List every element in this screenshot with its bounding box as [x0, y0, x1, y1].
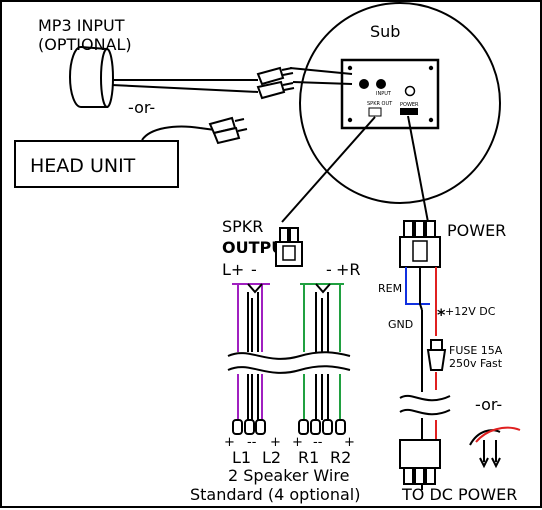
sub-panel-input-label: INPUT: [376, 91, 392, 97]
spkr-label: SPKR: [222, 217, 263, 236]
gnd-label: GND: [388, 318, 413, 331]
l-plus-label: L+: [222, 260, 244, 279]
arrow-to-input-lower: [292, 81, 353, 85]
power-connector-top: [399, 220, 441, 268]
terminal-plus-1: +: [224, 435, 235, 450]
remote-wire: [405, 267, 430, 305]
sub-panel-spkr-out-label: SPKR OUT: [367, 101, 393, 107]
terminal-minus-2: --: [313, 435, 323, 450]
terminal-plus-2: +: [270, 435, 281, 450]
leader-spkr-output: [281, 116, 376, 223]
terminal-plus-4: +: [344, 435, 355, 450]
fuse-rating-label: FUSE 15A: [449, 344, 503, 357]
plus12v-label: +12V DC: [445, 305, 496, 318]
r-plus-label: +R: [336, 260, 361, 279]
head-unit-box: [14, 140, 179, 188]
l1-label: L1: [232, 448, 251, 467]
power-wire-break: [399, 392, 451, 418]
head-unit-cable: [141, 125, 216, 141]
l2-label: L2: [262, 448, 281, 467]
sub-label: Sub: [370, 22, 400, 41]
or-label-top: -or-: [128, 98, 155, 117]
rem-label: REM: [378, 282, 402, 295]
alt-wire-leads: [483, 440, 497, 462]
speaker-wire-standard-label: Standard (4 optional): [190, 485, 360, 504]
or-label-bottom: -or-: [475, 395, 502, 414]
l-minus-label: -: [251, 260, 257, 279]
leader-power: [407, 115, 429, 223]
power-label: POWER: [447, 221, 506, 240]
rca-plug-lower: [256, 80, 295, 100]
fuse-type-label: 250v Fast: [449, 357, 503, 370]
asterisk-label: *: [437, 305, 446, 324]
terminal-plus-3: +: [292, 435, 303, 450]
speaker-terminals: [232, 419, 346, 435]
mp3-input-puck: [69, 46, 114, 108]
mp3-cable-lower: [111, 84, 259, 93]
sub-panel-power-label: POWER: [400, 102, 419, 108]
mp3-input-label: MP3 INPUT: [38, 16, 125, 35]
head-unit-rca-plugs: [208, 116, 248, 145]
sub-amp-panel: [340, 58, 440, 130]
r1-label: R1: [298, 448, 319, 467]
inline-fuse: [426, 339, 447, 371]
arrow-to-input-upper: [289, 67, 353, 75]
terminal-minus-1: --: [247, 435, 257, 450]
to-dc-power-label: TO DC POWER: [401, 485, 517, 504]
speaker-wire-break: [227, 351, 351, 374]
alt-power-wire: [475, 426, 521, 443]
head-unit-label: HEAD UNIT: [30, 155, 136, 177]
rca-plug-upper: [256, 66, 294, 86]
r2-label: R2: [330, 448, 351, 467]
power-connector-bottom: [399, 439, 441, 485]
r-minus-label: -: [326, 260, 332, 279]
spkr-output-connector: [275, 227, 303, 267]
alt-ground-wire: [469, 429, 501, 446]
alt-wire-terminals: [479, 457, 501, 469]
ground-wire-upper: [419, 267, 423, 311]
speaker-wire-label: 2 Speaker Wire: [228, 466, 349, 485]
mp3-input-optional-label: (OPTIONAL): [38, 35, 132, 54]
